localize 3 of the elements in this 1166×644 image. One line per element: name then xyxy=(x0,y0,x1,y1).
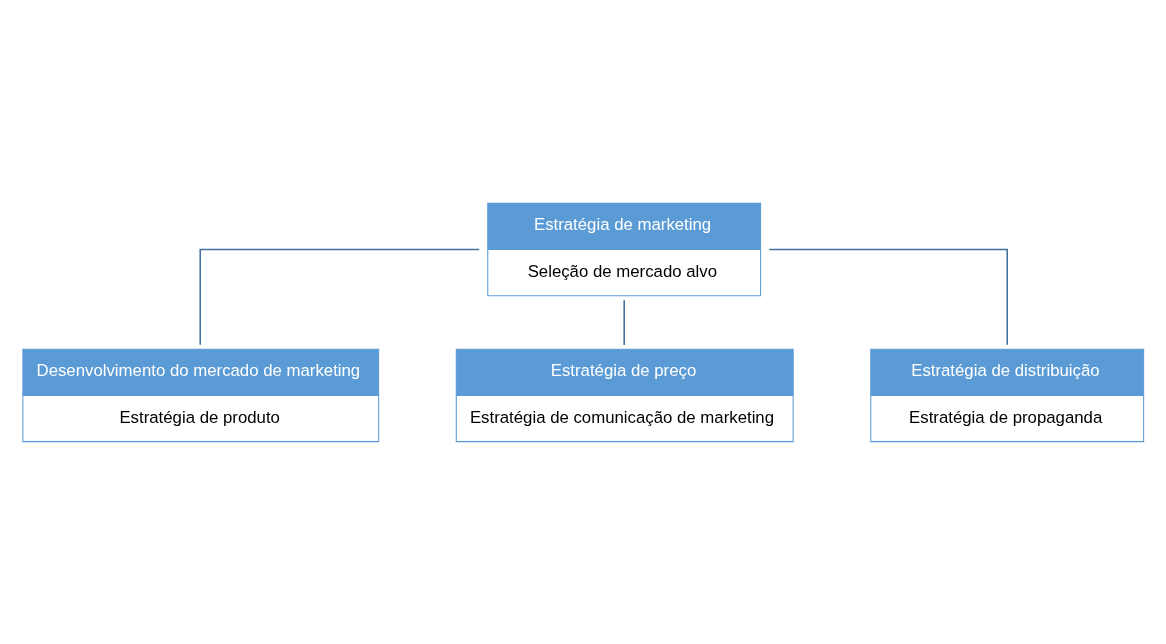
connector xyxy=(623,298,625,346)
connector xyxy=(768,248,1008,346)
connector xyxy=(199,248,480,346)
